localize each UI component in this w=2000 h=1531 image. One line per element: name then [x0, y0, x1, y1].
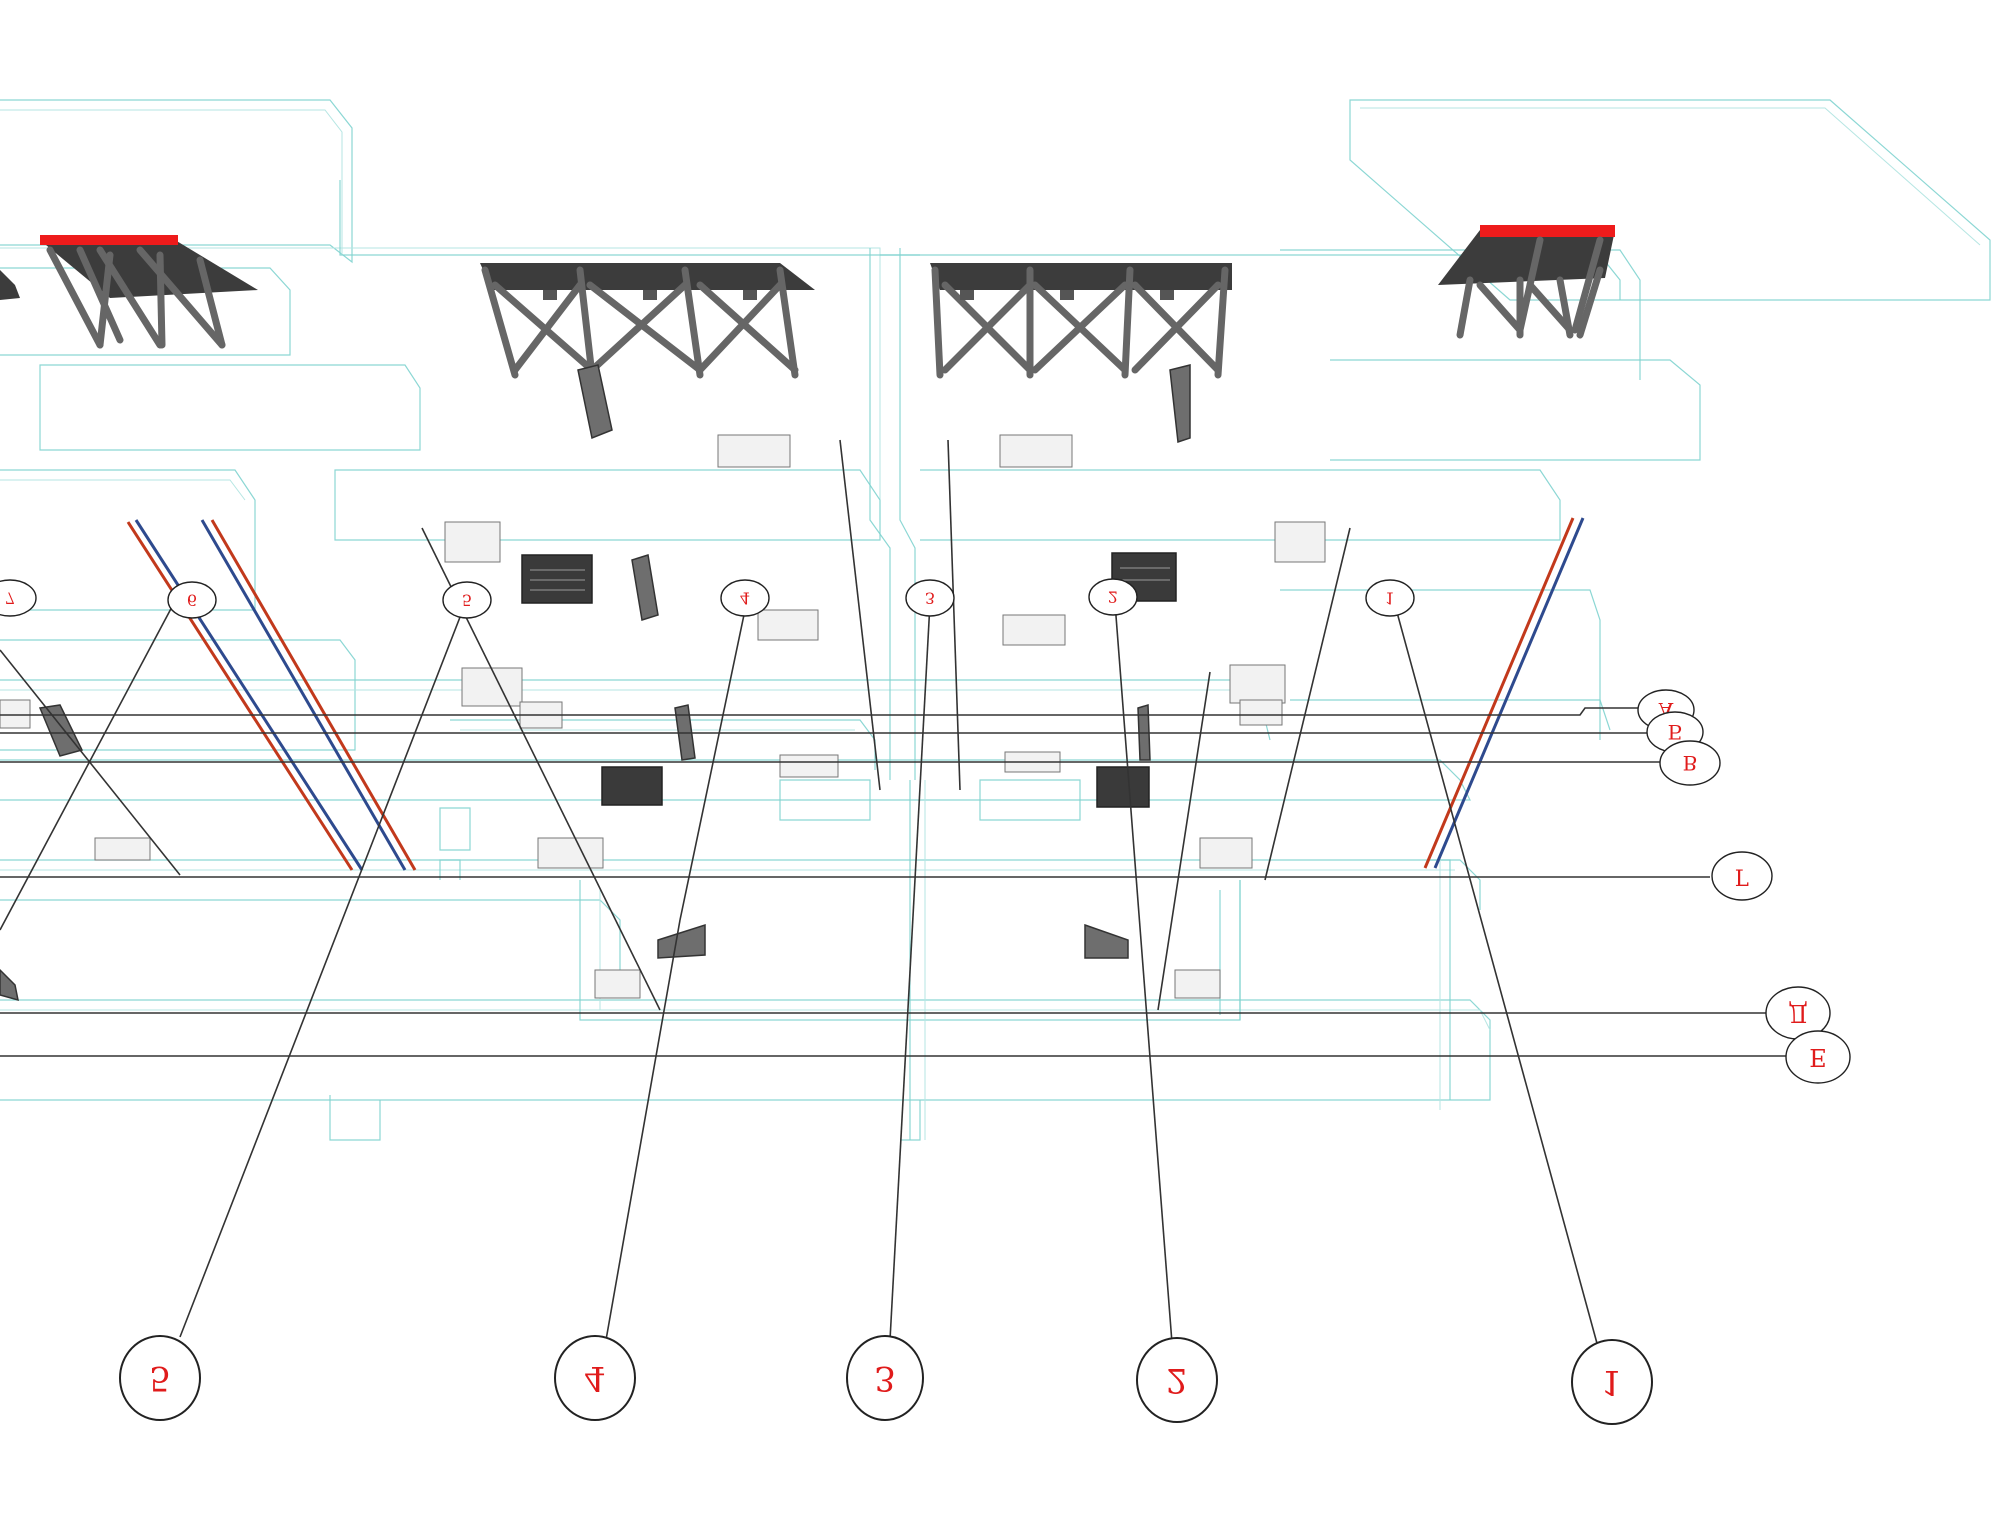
axis-label-top-6: 6 — [187, 591, 197, 610]
axis-bubble-top-5: 5 — [442, 581, 492, 619]
axis-bubble-top-7: 7 — [0, 579, 37, 617]
equipment — [0, 364, 1191, 1002]
axis-label-bottom-1: 1 — [1601, 1362, 1623, 1402]
axis-label-bottom-5: 5 — [149, 1358, 171, 1398]
axis-label-right-v: В — [1683, 751, 1698, 775]
axis-bubble-right-e: Е — [1785, 1030, 1851, 1084]
axis-bubble-right-g: Г — [1711, 851, 1773, 901]
axis-bubble-bottom-3: 3 — [846, 1335, 924, 1421]
heating-pipes — [126, 517, 1585, 871]
axis-label-right-d: Д — [1788, 999, 1808, 1027]
axis-label-top-4: 4 — [740, 589, 750, 608]
axis-bubble-top-6: 6 — [167, 581, 217, 619]
canopy-right — [1438, 225, 1615, 339]
grid-lines — [0, 439, 1790, 1348]
axis-bubble-top-1: 1 — [1365, 579, 1415, 617]
axis-bubble-bottom-2: 2 — [1136, 1337, 1218, 1423]
canopy-center-right — [930, 263, 1232, 379]
axis-bubbles-bottom: 5 4 3 2 1 — [119, 1335, 1653, 1425]
axis-bubble-bottom-1: 1 — [1571, 1339, 1653, 1425]
axis-bubble-top-2: 2 — [1088, 578, 1138, 616]
axis-label-right-b: Б — [1668, 720, 1683, 744]
axis-label-top-7: 7 — [5, 589, 15, 608]
canopy-center-left — [480, 263, 815, 379]
axis-label-bottom-4: 4 — [584, 1358, 606, 1398]
axis-bubble-right-v: В — [1659, 740, 1721, 786]
axis-label-bottom-3: 3 — [874, 1358, 896, 1398]
axis-label-right-g: Г — [1735, 864, 1750, 889]
axis-bubble-top-4: 4 — [720, 579, 770, 617]
axis-label-top-2: 2 — [1108, 588, 1118, 607]
axis-bubbles-top: 7 6 5 4 3 2 1 — [0, 578, 1415, 619]
axis-label-top-1: 1 — [1385, 589, 1395, 608]
axis-bubbles-right: А Б В Г Д Е — [1637, 689, 1851, 1084]
axis-label-top-3: 3 — [925, 589, 935, 608]
axis-bubble-bottom-4: 4 — [554, 1335, 636, 1421]
axis-label-top-5: 5 — [462, 591, 472, 610]
building-wireframe — [0, 99, 1991, 1141]
axis-label-right-e: Е — [1809, 1043, 1827, 1071]
radiators — [0, 434, 1326, 999]
canopy-left — [0, 235, 258, 349]
axis-bubble-bottom-5: 5 — [119, 1335, 201, 1421]
axis-bubble-top-3: 3 — [905, 579, 955, 617]
axis-label-bottom-2: 2 — [1166, 1360, 1188, 1400]
